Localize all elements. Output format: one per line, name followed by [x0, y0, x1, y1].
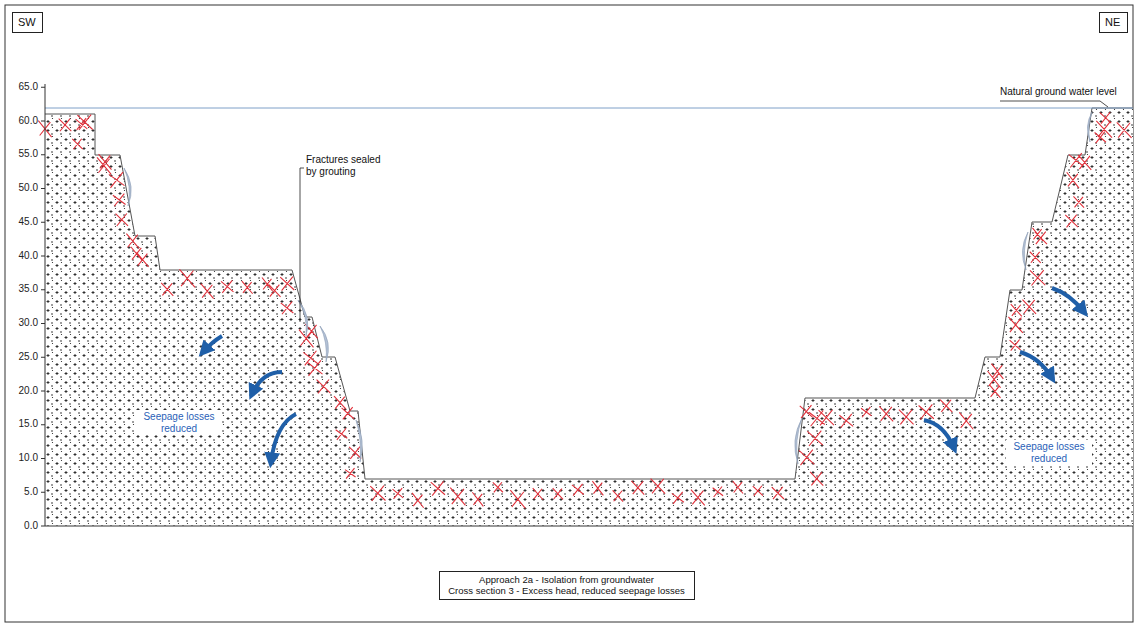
caption-box: Approach 2a - Isolation from groundwater… — [439, 571, 695, 600]
direction-label: SW — [18, 16, 37, 29]
frame — [5, 5, 1133, 622]
water-level-line — [45, 108, 1133, 109]
face-crescents — [124, 112, 1092, 464]
axis-value: 55.0 — [8, 148, 38, 160]
ground-fill — [45, 108, 1133, 526]
axis-value: 0.0 — [8, 520, 38, 532]
caption-line: Approach 2a - Isolation from groundwater — [448, 574, 686, 585]
axis-value: 65.0 — [8, 81, 38, 93]
axis-value: 40.0 — [8, 250, 38, 262]
ground-texture — [45, 108, 1133, 526]
axis-value: 30.0 — [8, 317, 38, 329]
direction-box: SW — [12, 12, 43, 33]
leader-line — [1000, 101, 1108, 107]
grout-callout: Fractures sealed by grouting — [306, 154, 386, 177]
seepage-label: Seepage losses reduced — [1006, 440, 1092, 465]
axis-value: 10.0 — [8, 452, 38, 464]
axis-line — [45, 84, 46, 526]
axis-value: 5.0 — [8, 486, 38, 498]
base-line — [45, 526, 1133, 527]
axis-value: 20.0 — [8, 385, 38, 397]
axis-value: 45.0 — [8, 216, 38, 228]
grout-fracture-marks — [38, 112, 1131, 508]
seepage-arrows — [203, 288, 1084, 462]
direction-label: NE — [1105, 16, 1122, 29]
caption-line: Cross section 3 - Excess head, reduced s… — [448, 585, 686, 596]
direction-box: NE — [1099, 12, 1128, 33]
axis-value: 15.0 — [8, 418, 38, 430]
axis-value: 50.0 — [8, 182, 38, 194]
axis-ticks — [41, 87, 45, 526]
axis-value: 25.0 — [8, 351, 38, 363]
axis-value: 35.0 — [8, 283, 38, 295]
seepage-label: Seepage losses reduced — [136, 410, 222, 435]
excavation-outline — [45, 108, 1133, 479]
water-level-label: Natural ground water level — [1000, 86, 1117, 98]
leader-line — [300, 168, 304, 322]
axis-value: 60.0 — [8, 115, 38, 127]
